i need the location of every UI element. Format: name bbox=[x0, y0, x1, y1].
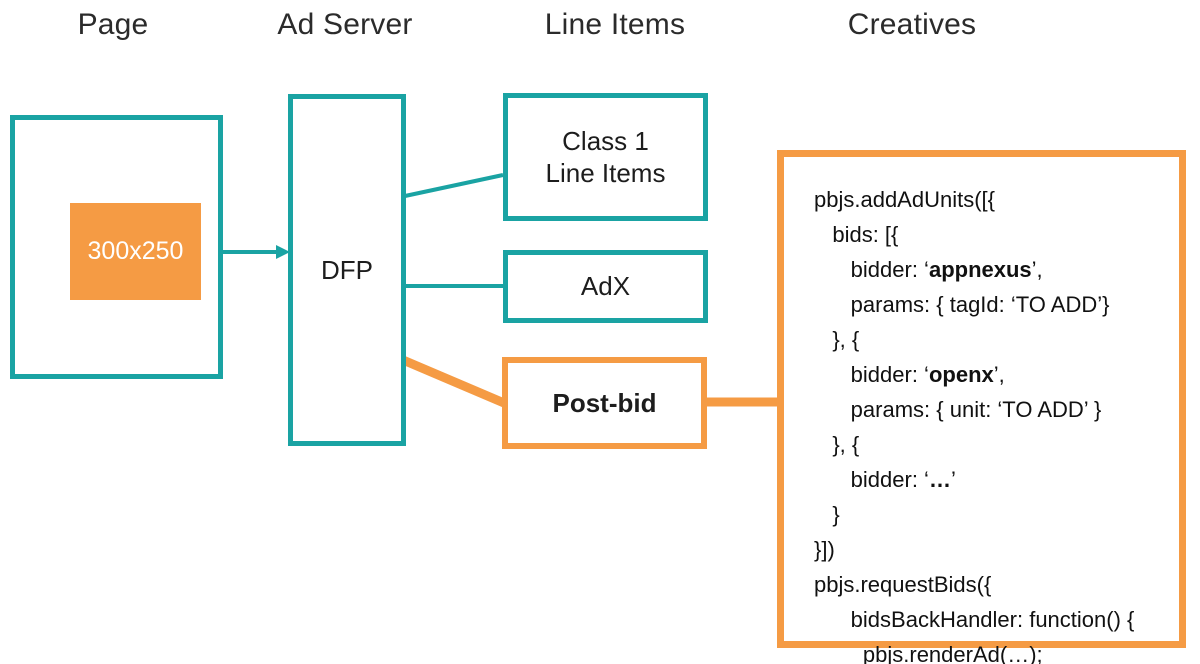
adx-box: AdX bbox=[503, 250, 708, 323]
ad-slot-label: 300x250 bbox=[87, 237, 184, 265]
column-heading-page: Page bbox=[77, 8, 149, 41]
ad-slot-300x250: 300x250 bbox=[70, 203, 201, 300]
creatives-code-text: pbjs.addAdUnits([{ bids: [{ bidder: ‘app… bbox=[814, 187, 1135, 664]
column-heading-creatives: Creatives bbox=[847, 8, 977, 41]
column-heading-line-items: Line Items bbox=[544, 8, 686, 41]
post-bid-label: Post-bid bbox=[552, 387, 657, 418]
post-bid-box: Post-bid bbox=[502, 357, 707, 449]
column-heading-ad-server: Ad Server bbox=[277, 8, 413, 41]
class1-line-items-label: Class 1 Line Items bbox=[545, 125, 666, 189]
connector-dfp-to-class1 bbox=[404, 173, 504, 198]
connector-dfp-to-postbid bbox=[401, 355, 506, 408]
creatives-code-box: pbjs.addAdUnits([{ bids: [{ bidder: ‘app… bbox=[777, 150, 1186, 664]
dfp-label: DFP bbox=[321, 254, 373, 285]
dfp-box: DFP bbox=[288, 94, 406, 446]
adx-label: AdX bbox=[580, 271, 631, 302]
class1-line-items-box: Class 1 Line Items bbox=[503, 93, 708, 221]
